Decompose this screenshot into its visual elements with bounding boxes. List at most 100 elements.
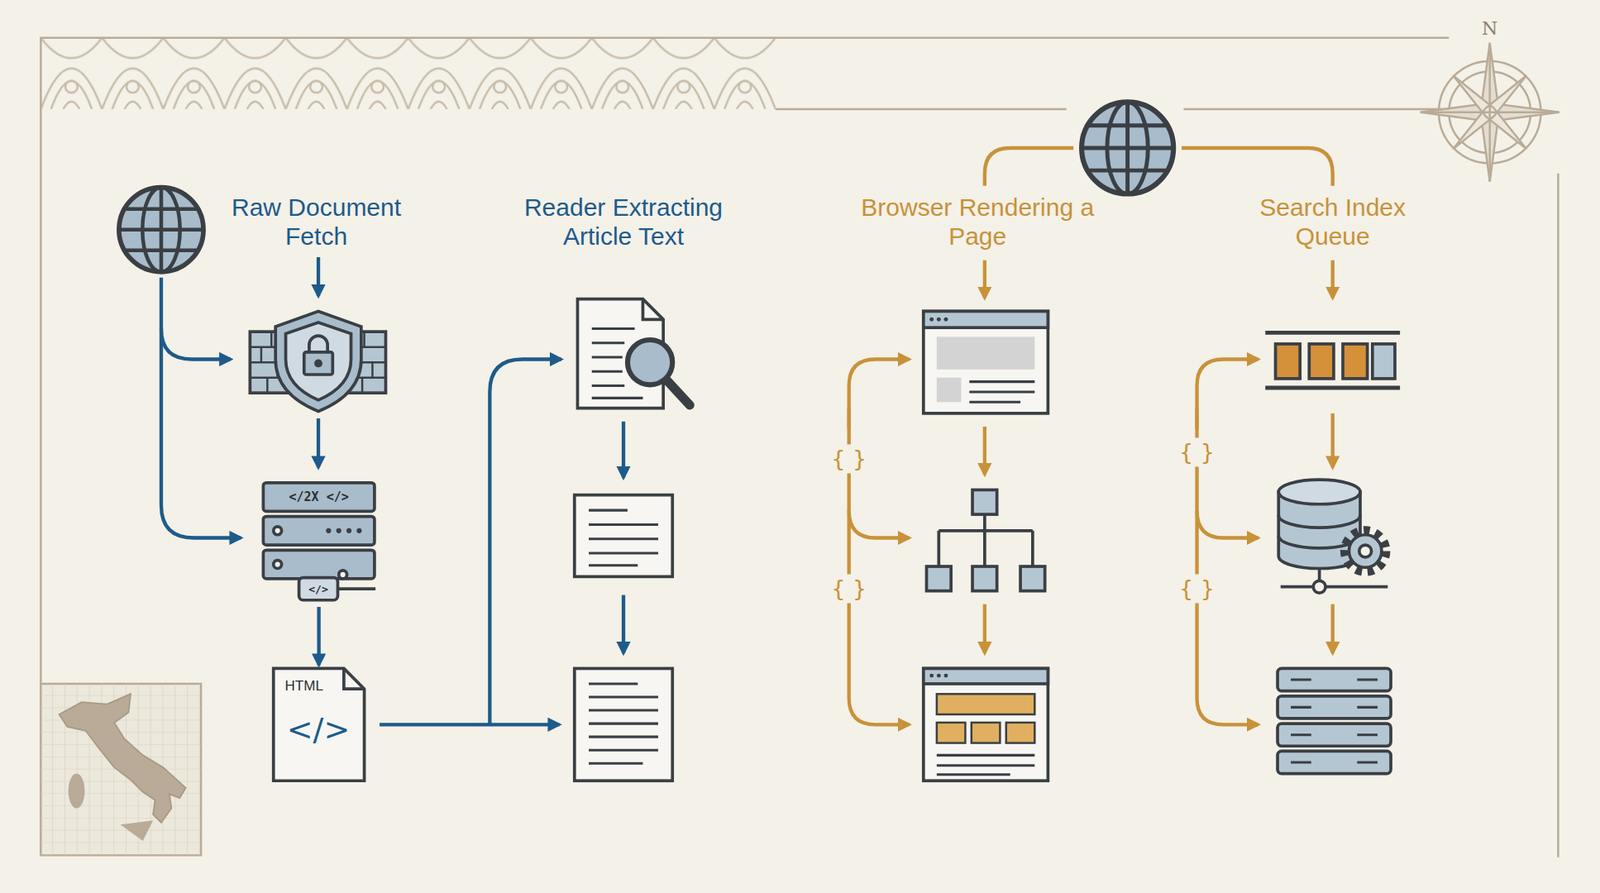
reader-column — [621, 421, 626, 478]
compass-rose — [1420, 42, 1560, 182]
italy-map — [40, 683, 201, 855]
firewall-icon — [315, 360, 321, 366]
compass-rose — [1420, 42, 1560, 182]
index-column — [1265, 332, 1400, 388]
render-column — [983, 260, 987, 299]
reader-column — [574, 668, 673, 781]
reader-column — [642, 299, 664, 320]
frame — [40, 38, 1558, 858]
render-column — [929, 317, 948, 679]
fetch-column — [316, 418, 320, 468]
index-column — [1278, 479, 1361, 505]
node-label: </2X </> — [289, 490, 349, 503]
compass-rose — [1420, 42, 1560, 182]
fetch-column — [161, 277, 241, 539]
server-icon — [346, 528, 352, 534]
index-column — [1372, 343, 1395, 379]
column-heading: Search Index Queue — [1231, 193, 1434, 251]
render-column — [936, 377, 962, 403]
fetch-column — [119, 187, 204, 273]
firewall-icon — [304, 352, 334, 375]
render-column — [936, 722, 966, 744]
index-column — [1290, 679, 1378, 763]
html-file-icon — [343, 668, 365, 689]
render-column — [984, 148, 1074, 187]
frame — [40, 38, 776, 110]
index-column — [1342, 343, 1368, 379]
reader-column — [666, 379, 690, 406]
render-column — [972, 566, 998, 592]
render-column — [923, 668, 1049, 781]
server-icon — [339, 570, 348, 579]
render-column — [936, 317, 941, 322]
index-column — [1331, 604, 1335, 654]
render-column — [944, 317, 949, 322]
server-icon — [262, 516, 375, 546]
fetch-column — [161, 328, 231, 359]
firewall-icon — [249, 310, 386, 411]
brace-symbol: { } — [1176, 574, 1218, 604]
brace-symbol: { } — [828, 444, 870, 474]
index-column — [1348, 534, 1381, 568]
render-column — [1081, 101, 1174, 194]
code-badge: </> — [286, 713, 350, 746]
render-column — [969, 382, 1035, 403]
fetch-column — [489, 358, 561, 725]
render-column — [983, 426, 987, 475]
html-file-icon — [273, 668, 365, 781]
server-icon — [325, 528, 331, 534]
reader-column — [621, 595, 626, 654]
index-column — [1265, 332, 1400, 774]
fetch-column — [161, 257, 562, 725]
server-node: </2X </> </> — [262, 482, 375, 602]
render-column — [936, 673, 941, 679]
render-column — [1006, 722, 1036, 744]
italy-map — [59, 693, 187, 823]
render-column — [944, 673, 949, 679]
frame — [40, 38, 1558, 858]
render-column — [1181, 148, 1333, 187]
server-icon — [273, 560, 282, 569]
reader-column — [588, 510, 659, 566]
index-column — [1197, 260, 1401, 774]
render-column — [923, 310, 1049, 328]
render-column — [972, 489, 998, 515]
server-icon — [325, 528, 362, 534]
render-column — [1020, 566, 1046, 592]
render-column — [971, 722, 1001, 744]
html-file-icon — [273, 668, 365, 781]
code-badge: </> — [308, 583, 328, 595]
server-icon — [299, 577, 339, 601]
fetch-column — [119, 187, 562, 782]
render-column — [983, 604, 987, 654]
reader-column — [574, 495, 673, 578]
brace-symbol: { } — [828, 574, 870, 604]
render-column — [938, 514, 1033, 567]
reader-column — [588, 683, 659, 764]
server-icon — [262, 482, 376, 601]
render-column — [936, 693, 1035, 715]
render-column — [926, 566, 952, 592]
render-column — [849, 148, 1333, 725]
render-column — [929, 317, 934, 322]
index-column — [1197, 510, 1259, 538]
index-column — [1331, 413, 1335, 468]
index-column — [1359, 544, 1372, 558]
render-column — [923, 310, 1049, 413]
server-icon — [262, 482, 375, 512]
italy-map — [68, 773, 86, 809]
reader-column — [627, 339, 673, 385]
server-icon — [262, 549, 375, 579]
firewall-icon — [275, 310, 362, 411]
italy-map — [120, 820, 153, 841]
column-heading: Raw Document Fetch — [214, 193, 418, 251]
server-icon — [273, 526, 282, 535]
index-column — [1313, 580, 1326, 593]
render-column — [923, 310, 1049, 781]
index-column — [1308, 343, 1334, 379]
index-column — [1197, 358, 1259, 429]
column-heading: Reader Extracting Article Text — [499, 193, 748, 251]
server-icon — [336, 528, 342, 534]
flow-arrow — [316, 606, 320, 665]
fetch-column — [316, 257, 320, 297]
